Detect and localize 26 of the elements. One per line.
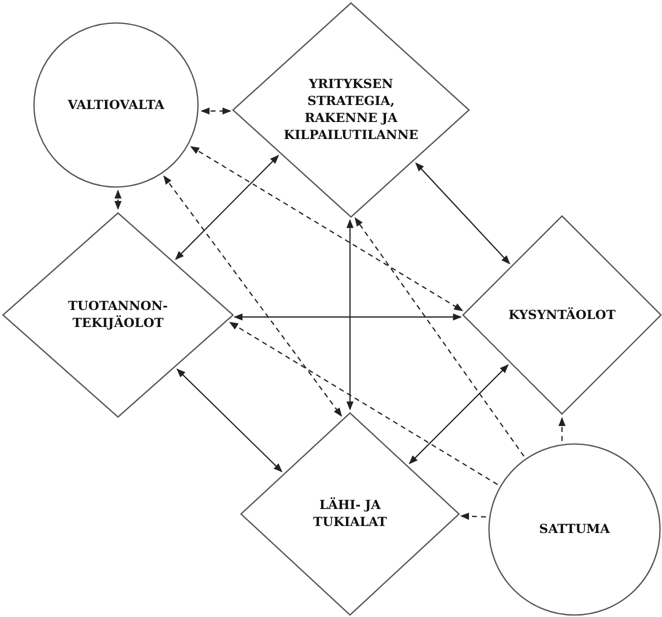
circle-node xyxy=(488,443,661,616)
node-label: LÄHI- JA TUKIALAT xyxy=(312,497,388,531)
arrow xyxy=(408,364,509,464)
arrow xyxy=(460,512,486,520)
arrow xyxy=(200,107,232,115)
arrow xyxy=(175,154,280,260)
arrow xyxy=(234,313,462,321)
node-label: KYSYNTÄOLOT xyxy=(508,306,616,324)
diamond-node xyxy=(462,215,662,415)
diamond-node xyxy=(2,212,234,418)
arrow xyxy=(354,217,524,457)
circle-node xyxy=(33,22,199,188)
arrow xyxy=(346,219,354,410)
node-label: VALTIOVALTA xyxy=(68,96,164,114)
diamond-node xyxy=(240,412,460,616)
node-label: SATTUMA xyxy=(539,521,610,538)
arrow xyxy=(558,417,566,441)
arrow xyxy=(163,175,342,417)
arrow xyxy=(114,190,122,210)
arrow xyxy=(176,368,282,472)
diamond-node xyxy=(232,2,470,218)
node-label: YRITYKSEN STRATEGIA, RAKENNE JA KILPAILUTILANNE xyxy=(282,76,420,144)
arrow xyxy=(229,322,498,486)
arrow xyxy=(190,146,464,312)
node-label: TUOTANNON-TEKIJÄOLOT xyxy=(67,298,169,332)
arrow xyxy=(415,162,510,264)
